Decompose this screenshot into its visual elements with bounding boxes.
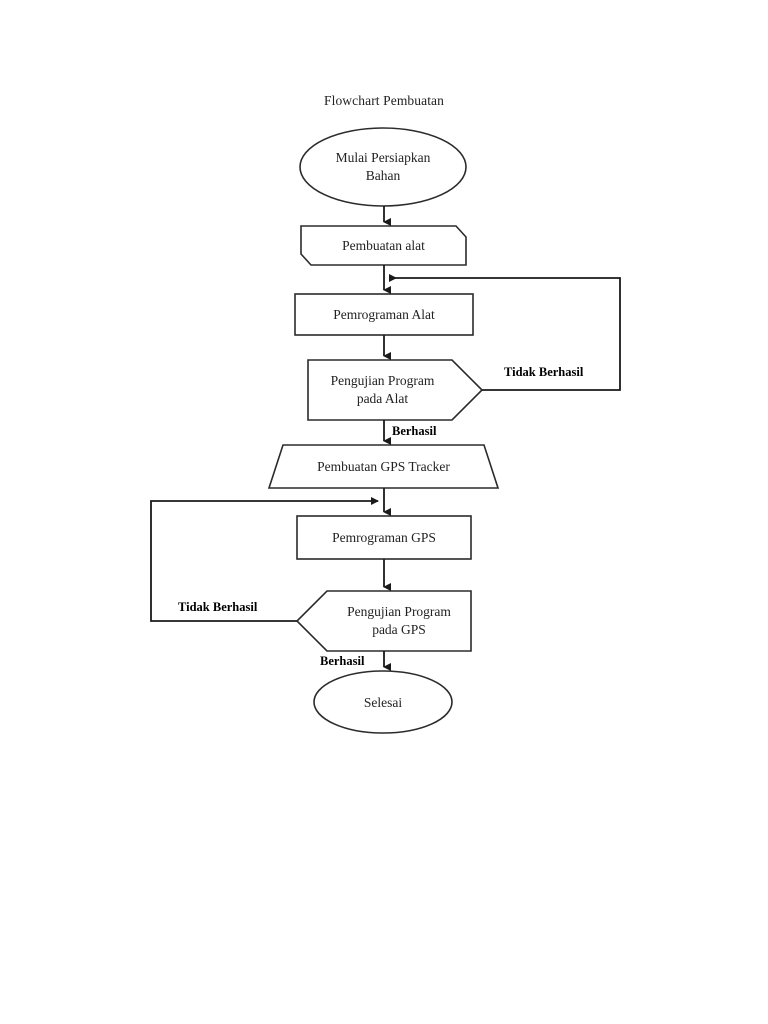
node-test-gps-shape: [295, 590, 472, 652]
edge-test-device-fail-loop: [389, 274, 621, 391]
node-prog-gps-shape: [296, 515, 472, 560]
node-start-shape: [299, 127, 467, 207]
edge-label-test-gps-fail: Tidak Berhasil: [178, 600, 258, 614]
edge-label-test-gps-pass: Berhasil: [320, 654, 365, 668]
node-build-gps-shape: [267, 444, 500, 489]
edge-label-test-device-fail: Tidak Berhasil: [504, 365, 584, 379]
node-test-device-shape: [307, 359, 484, 421]
page-title: Flowchart Pembuatan: [324, 93, 444, 108]
node-prog-device-shape: [294, 293, 474, 336]
edge-test-gps-fail-loop: [150, 497, 379, 622]
node-build-device-shape: [300, 225, 467, 266]
edge-label-test-device-pass: Berhasil: [392, 424, 437, 438]
node-end-shape: [313, 670, 453, 734]
